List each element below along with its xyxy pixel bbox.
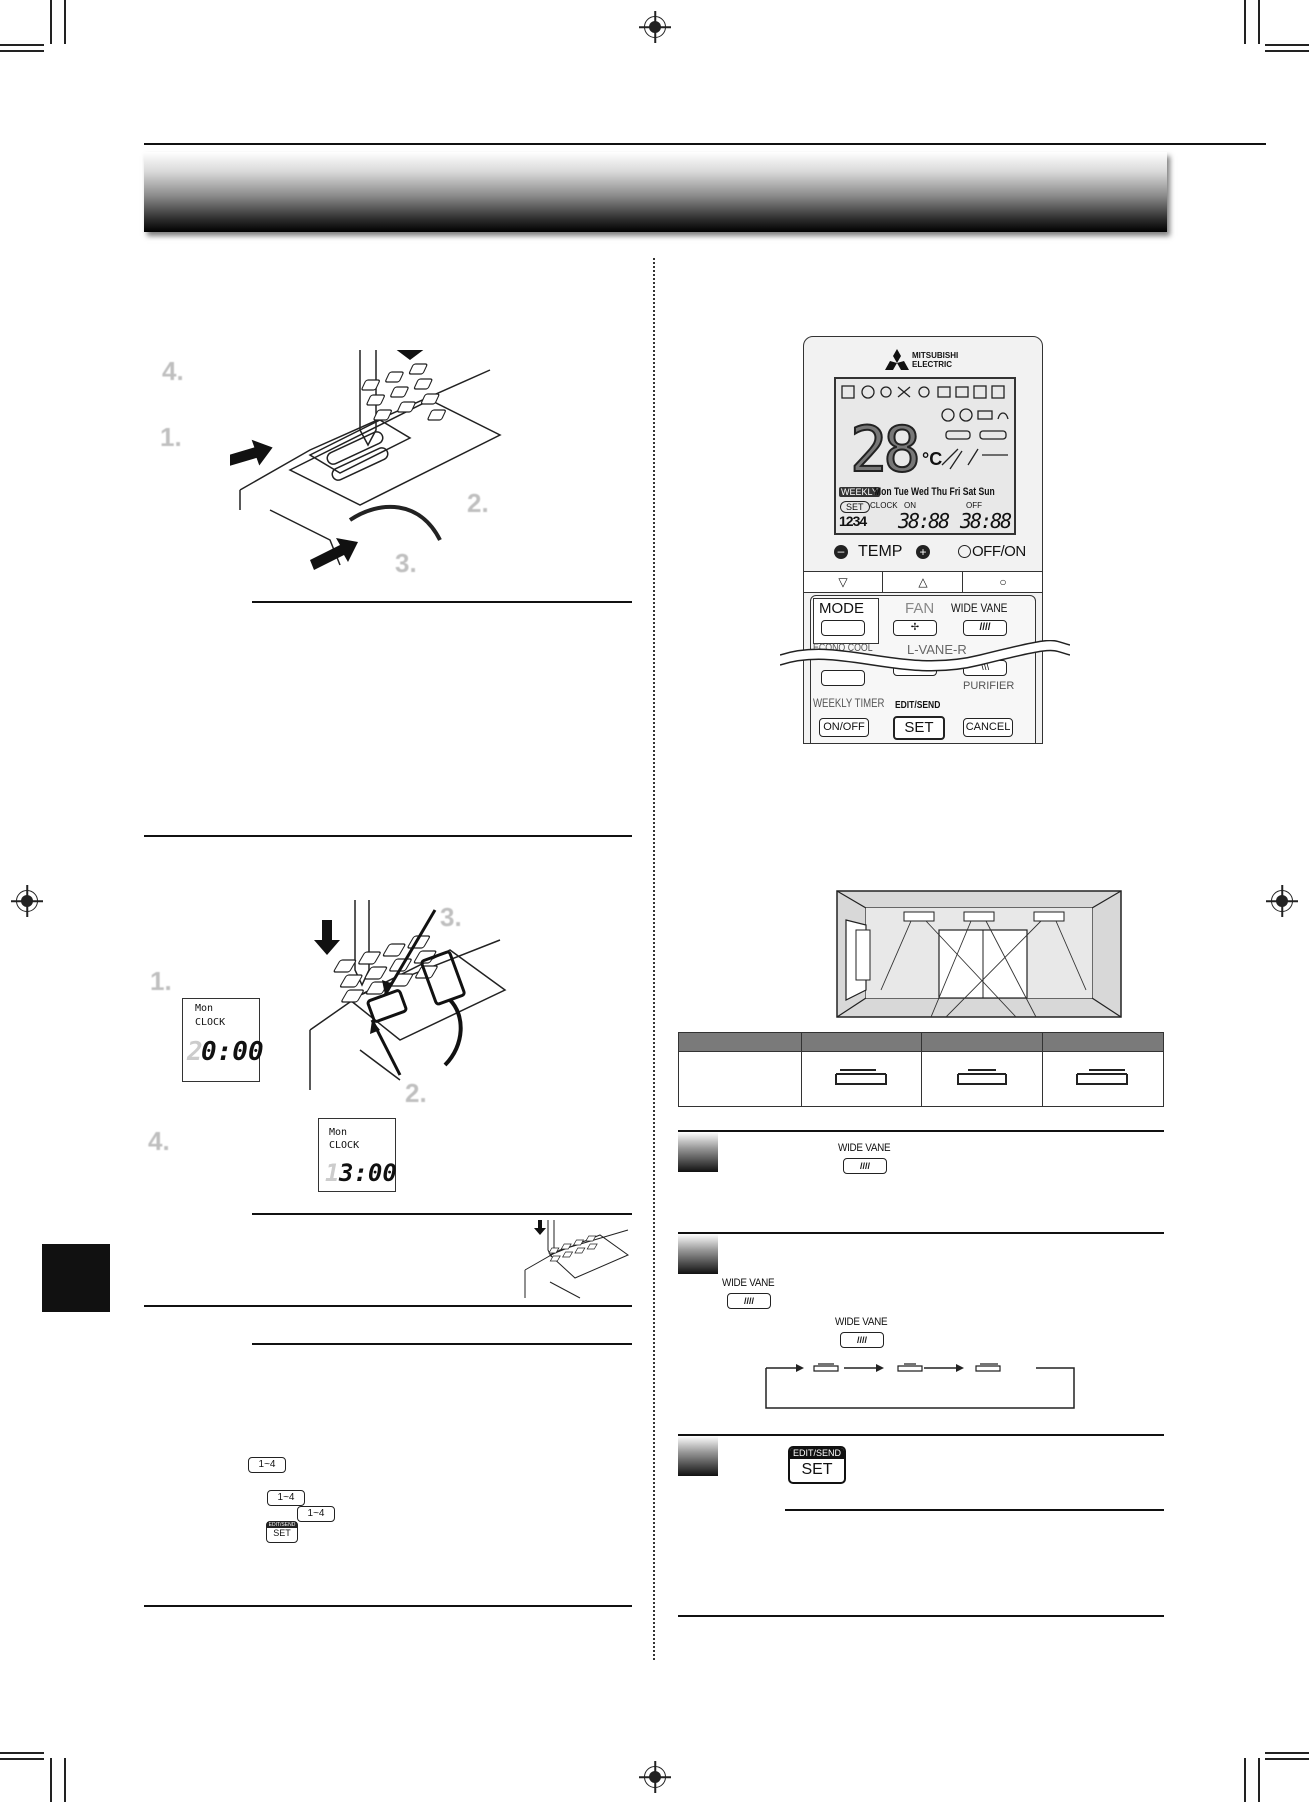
crop-mark <box>64 1758 66 1802</box>
rule <box>678 1615 1164 1617</box>
weekly-timer-on-off-button[interactable]: ON/OFF <box>819 718 869 737</box>
crop-mark <box>0 50 44 52</box>
rule <box>144 1305 632 1307</box>
crop-mark <box>1265 50 1309 52</box>
vane-icon-center <box>921 1051 1044 1107</box>
step-marker <box>678 1132 718 1172</box>
step-marker <box>678 1436 718 1476</box>
battery-install-illustration <box>230 350 502 570</box>
step-number: 2. <box>405 1078 427 1108</box>
up-arrow-button[interactable]: △ <box>884 572 963 592</box>
crop-mark <box>0 1752 44 1754</box>
step-number: 3. <box>440 902 462 932</box>
crop-mark <box>50 1758 52 1802</box>
vane-icon-left <box>800 1051 923 1107</box>
rule <box>678 1434 1164 1436</box>
step-number: 2. <box>467 488 489 518</box>
set-button[interactable]: SET <box>893 716 945 740</box>
rule <box>678 1130 1164 1132</box>
button-1-4-icon: 1~4 <box>267 1490 305 1506</box>
fan-vane-icons <box>941 408 1009 470</box>
rule <box>144 1605 632 1607</box>
down-arrow-button[interactable]: ▽ <box>804 572 883 592</box>
nav-bar: ▽ △ ○ <box>804 571 1042 593</box>
temp-minus-icon[interactable]: – <box>834 545 848 559</box>
crop-mark <box>1265 44 1309 46</box>
button-1-4-icon: 1~4 <box>297 1506 335 1522</box>
registration-mark-icon <box>16 890 38 912</box>
fan-button[interactable]: ✢ <box>893 620 937 636</box>
mode-button[interactable] <box>821 620 865 636</box>
crop-mark <box>1265 1752 1309 1754</box>
crop-mark <box>50 0 52 44</box>
crop-mark <box>0 1758 44 1760</box>
wide-vane-button-icon: //// <box>843 1158 887 1174</box>
step-number: 1. <box>160 422 182 452</box>
registration-mark-icon <box>644 1766 666 1788</box>
wide-vane-button[interactable]: //// <box>963 620 1007 636</box>
mode-icons-row <box>841 385 1005 399</box>
rule <box>678 1232 1164 1234</box>
section-header-band <box>144 152 1167 232</box>
rule <box>252 1343 632 1345</box>
reset-button-thumbnail <box>524 1220 630 1299</box>
clock-set-illustration <box>309 900 507 1090</box>
wide-vane-button-icon: //// <box>840 1332 884 1348</box>
power-icon <box>958 545 971 558</box>
step-number: 1. <box>150 966 172 996</box>
room-airflow-illustration <box>836 890 1122 1018</box>
clock-display-blinking: Mon CLOCK 2 0:00 <box>182 998 264 1082</box>
step-marker <box>678 1234 718 1274</box>
step-number: 4. <box>148 1126 170 1156</box>
crop-mark <box>1244 1758 1246 1802</box>
remote-controller: MITSUBISHI ELECTRIC 28 °C WEEKLY Mon Tue… <box>803 336 1043 744</box>
temperature-value: 28 <box>849 412 922 487</box>
button-panel: MODE FAN WIDE VANE ✢ //// ECONO COOL L-V… <box>810 595 1036 743</box>
wide-vane-button-icon: //// <box>727 1293 771 1309</box>
header-top-line <box>144 143 1266 145</box>
rule <box>144 835 632 837</box>
rule <box>785 1509 1164 1511</box>
set-button-icon: EDIT/SEND SET <box>266 1521 298 1543</box>
vane-cycle-diagram <box>765 1363 1075 1409</box>
lcd-screen: 28 °C WEEKLY Mon Tue Wed Thu Fri Sat Sun… <box>834 377 1016 535</box>
registration-mark-icon <box>1271 890 1293 912</box>
clock-display-set: Mon CLOCK 1 3:00 <box>318 1118 397 1192</box>
crop-mark <box>1258 1758 1260 1802</box>
crop-mark <box>64 0 66 44</box>
cut-line-overlay <box>780 640 1070 672</box>
set-button-icon: EDIT/SEND SET <box>788 1446 846 1484</box>
cancel-button[interactable]: CANCEL <box>963 718 1013 737</box>
circle-button[interactable]: ○ <box>999 575 1007 589</box>
button-1-4-icon: 1~4 <box>248 1457 286 1473</box>
crop-mark <box>1265 1758 1309 1760</box>
crop-mark <box>1258 0 1260 44</box>
registration-mark-icon <box>644 16 666 38</box>
step-number: 3. <box>395 548 417 578</box>
mitsubishi-logo-icon <box>885 349 909 370</box>
econo-cool-button[interactable] <box>821 670 865 686</box>
rule <box>252 601 632 603</box>
column-divider <box>653 258 655 1660</box>
vane-icon-right <box>1042 1051 1164 1107</box>
chapter-tab <box>42 1244 110 1312</box>
vane-direction-table <box>678 1032 1164 1107</box>
step-number: 4. <box>162 356 184 386</box>
rule <box>252 1213 632 1215</box>
crop-mark <box>0 44 44 46</box>
temp-plus-icon[interactable]: + <box>916 545 930 559</box>
crop-mark <box>1244 0 1246 44</box>
